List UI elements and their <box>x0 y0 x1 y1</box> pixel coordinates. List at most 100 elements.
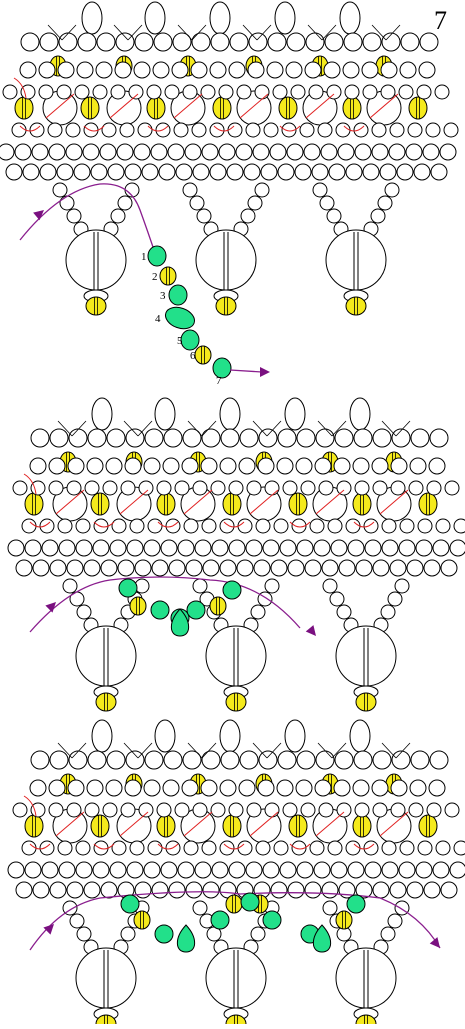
yellow-bead <box>14 96 34 120</box>
thread-stub <box>266 742 282 759</box>
seed-bead <box>389 122 405 138</box>
thread-stub <box>137 742 153 759</box>
seed-bead <box>200 84 216 100</box>
thread-stub <box>381 742 397 759</box>
seed-bead <box>328 163 346 181</box>
seed-bead <box>32 559 50 577</box>
seed-bead <box>102 480 118 496</box>
seed-bead <box>38 61 56 79</box>
thread-stub <box>331 420 347 437</box>
seed-bead <box>144 428 164 448</box>
seed-bead <box>381 518 397 534</box>
arch-bead <box>182 182 198 198</box>
seed-bead <box>321 881 339 899</box>
seed-bead <box>182 428 202 448</box>
seed-bead <box>263 122 279 138</box>
seed-bead <box>164 84 180 100</box>
seed-bead <box>432 861 450 879</box>
green-bead <box>150 600 170 620</box>
large-round-bead <box>335 625 397 687</box>
seed-bead <box>354 480 370 496</box>
yellow-bead <box>418 492 438 516</box>
seed-bead <box>291 518 307 534</box>
seed-bead <box>273 518 289 534</box>
thread-stub <box>331 742 347 759</box>
thread-red <box>147 125 169 132</box>
seed-bead <box>248 32 268 52</box>
yellow-bead <box>278 96 298 120</box>
seed-bead <box>380 84 396 100</box>
seed-bead <box>101 122 117 138</box>
thread-red <box>279 125 301 132</box>
seed-bead <box>300 802 316 818</box>
seed-bead <box>270 881 288 899</box>
seed-bead <box>120 802 136 818</box>
seed-bead <box>406 559 424 577</box>
picot-loop <box>349 719 371 753</box>
seed-bead <box>417 518 433 534</box>
seed-bead <box>49 750 69 770</box>
seed-bead <box>151 559 169 577</box>
seed-bead <box>345 840 361 856</box>
seed-bead <box>428 457 446 475</box>
picot-loop <box>339 1 361 35</box>
seed-bead <box>66 802 82 818</box>
seed-bead <box>125 428 145 448</box>
seed-bead <box>209 122 225 138</box>
green-bead <box>180 329 200 351</box>
seed-bead <box>219 840 235 856</box>
seed-bead <box>2 84 18 100</box>
yellow-bead <box>24 492 44 516</box>
seed-bead <box>143 779 161 797</box>
thread-red <box>379 811 409 837</box>
arch-bead <box>322 900 338 916</box>
thread-purple <box>29 576 301 633</box>
seed-bead <box>353 428 373 448</box>
seed-bead <box>262 861 280 879</box>
seed-bead <box>172 32 192 52</box>
seed-bead <box>413 163 431 181</box>
seed-bead <box>21 518 37 534</box>
seed-bead <box>182 84 198 100</box>
seed-bead <box>277 428 297 448</box>
seed-bead <box>93 518 109 534</box>
seed-bead <box>296 428 316 448</box>
seed-bead <box>238 779 256 797</box>
seed-bead <box>48 457 66 475</box>
arch-bead <box>62 578 78 594</box>
seed-bead <box>352 779 370 797</box>
seed-bead <box>150 143 168 161</box>
green-bead <box>118 578 138 598</box>
seed-bead <box>12 802 28 818</box>
thread-red <box>93 521 115 528</box>
thread-stub <box>395 420 411 437</box>
seed-bead <box>422 143 440 161</box>
seed-bead <box>175 163 193 181</box>
seed-bead <box>183 518 199 534</box>
seed-bead <box>429 428 449 448</box>
arch-bead <box>69 913 85 929</box>
thread-red <box>93 843 115 850</box>
seed-bead <box>84 802 100 818</box>
seed-bead <box>67 457 85 475</box>
thread-red <box>13 77 27 99</box>
arch-bead <box>380 604 396 620</box>
seed-bead <box>371 122 387 138</box>
seed-bead <box>106 428 126 448</box>
arch-bead <box>254 182 270 198</box>
seed-bead <box>426 802 442 818</box>
seed-bead <box>317 122 333 138</box>
seed-bead <box>338 559 356 577</box>
yellow-bead <box>80 96 100 120</box>
seed-bead <box>324 32 344 52</box>
exit-arrow <box>260 367 270 377</box>
large-round-bead <box>75 947 137 1009</box>
seed-bead <box>273 840 289 856</box>
seed-bead <box>269 143 287 161</box>
seed-bead <box>129 840 145 856</box>
seed-bead <box>353 122 369 138</box>
arch-bead <box>66 208 82 224</box>
seed-bead <box>314 779 332 797</box>
green-bead <box>222 580 242 600</box>
seed-bead <box>389 881 407 899</box>
